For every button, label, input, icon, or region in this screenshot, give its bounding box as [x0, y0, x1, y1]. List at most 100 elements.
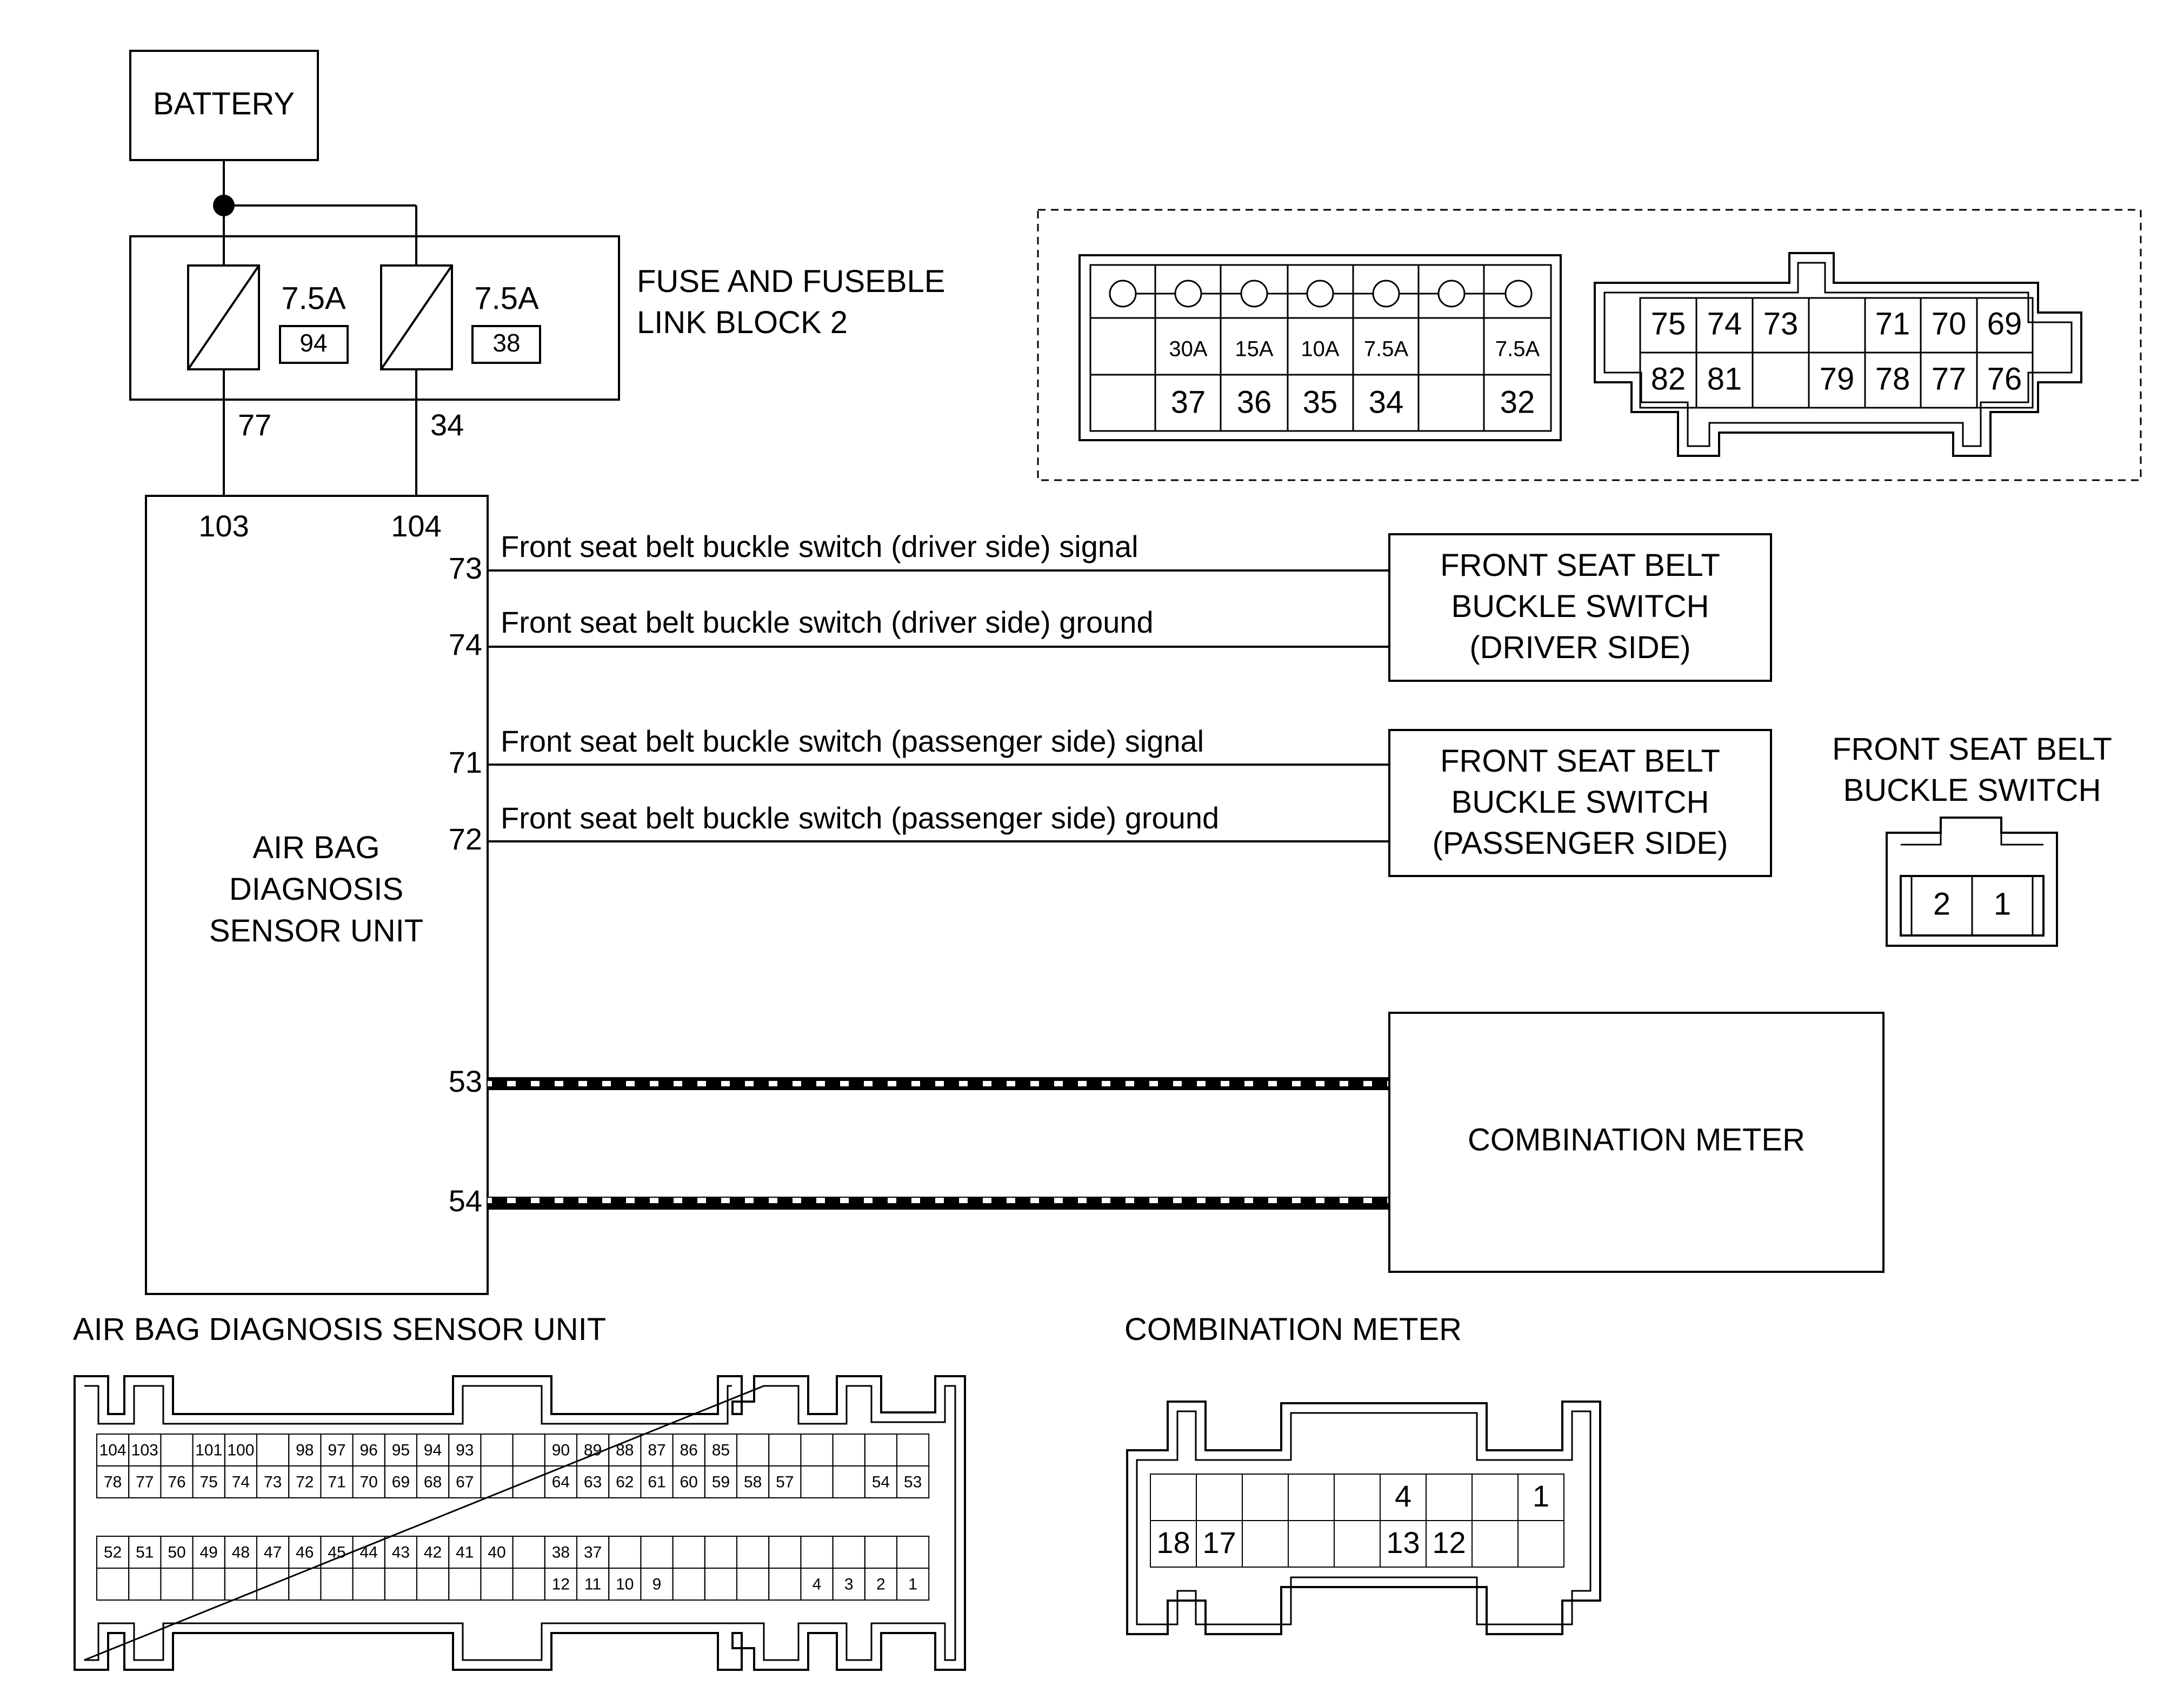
- pin-number: 77: [1932, 361, 1967, 396]
- pin-number: 58: [744, 1473, 762, 1491]
- pin-number: 97: [328, 1441, 345, 1459]
- fuse-rating-cell: 7.5A: [1495, 337, 1540, 361]
- buckle-connector-title: BUCKLE SWITCH: [1843, 773, 2101, 808]
- wire-can-high: 53 12: [449, 1064, 1430, 1098]
- fuse-rating-cell: 30A: [1169, 337, 1207, 361]
- pin-number: 13: [1386, 1525, 1420, 1559]
- fuse-number-cell: 34: [1369, 384, 1404, 420]
- pin-cell: [512, 1536, 545, 1569]
- pin-number: 70: [360, 1473, 378, 1491]
- pin-number: 1: [908, 1575, 917, 1593]
- fuse-number-cell: 36: [1237, 384, 1272, 420]
- pin-number: 51: [136, 1543, 154, 1561]
- pin-number: 54: [872, 1473, 890, 1491]
- pin-number: 52: [104, 1543, 122, 1561]
- pin-number: 67: [456, 1473, 474, 1491]
- pin-cell: [640, 1536, 674, 1569]
- pin-number: 73: [1763, 306, 1799, 341]
- pin-number: 74: [1707, 306, 1742, 341]
- pin-number: 100: [227, 1441, 254, 1459]
- pin-number: 60: [680, 1473, 698, 1491]
- pin-number: 93: [456, 1441, 474, 1459]
- pin-number: 17: [1202, 1525, 1236, 1559]
- passenger-switch-label: FRONT SEAT BELT: [1440, 744, 1720, 779]
- fuse-number: 38: [492, 329, 520, 357]
- pin-cell: [416, 1568, 450, 1601]
- pin-cell: [224, 1568, 257, 1601]
- pin-number: 74: [232, 1473, 250, 1491]
- pin-number: 4: [813, 1575, 822, 1593]
- driver-switch-label: BUCKLE SWITCH: [1451, 589, 1709, 624]
- combination-meter-label: COMBINATION METER: [1468, 1122, 1805, 1157]
- terminal-number: 77: [238, 408, 271, 442]
- pin-number: 90: [552, 1441, 570, 1459]
- pin-cell: [512, 1465, 545, 1498]
- connector-view-frame: [1037, 209, 2142, 481]
- pin-number: 75: [1651, 306, 1686, 341]
- pin-number: 53: [904, 1473, 922, 1491]
- pin-cell: [1196, 1474, 1243, 1521]
- pin-cell: [832, 1465, 865, 1498]
- pin-number: 89: [584, 1441, 602, 1459]
- pin-number: 88: [616, 1441, 634, 1459]
- fuse-block-connector: 30A 15A 10A 7.5A 7.5A 37 36 35 34 32: [1078, 254, 1562, 441]
- pin-cell: [128, 1568, 162, 1601]
- pin-number: 77: [136, 1473, 154, 1491]
- pin-cell: [1517, 1520, 1564, 1568]
- pin-cell: [800, 1536, 834, 1569]
- fuse-ratings: 30A 15A 10A 7.5A 7.5A: [1169, 337, 1540, 361]
- pin-cell: [896, 1465, 930, 1498]
- pin-cell: [704, 1568, 738, 1601]
- terminal-number: 34: [430, 408, 464, 442]
- wire-label: Front seat belt buckle switch (passenger…: [501, 801, 1219, 835]
- fuse-rating: 7.5A: [281, 281, 346, 316]
- pin-cell: [192, 1568, 225, 1601]
- airbag-connector-title: AIR BAG DIAGNOSIS SENSOR UNIT: [73, 1312, 606, 1347]
- meter-connector-title: COMBINATION METER: [1124, 1312, 1462, 1347]
- pin-number: 49: [200, 1543, 218, 1561]
- pin-number: 48: [232, 1543, 250, 1561]
- battery: BATTERY: [129, 50, 319, 161]
- driver-switch: FRONT SEAT BELT BUCKLE SWITCH (DRIVER SI…: [1388, 533, 1772, 682]
- pin-cell: [448, 1568, 482, 1601]
- pin-cell: [896, 1536, 930, 1569]
- pin-cell: [672, 1568, 705, 1601]
- pin-number: 12: [552, 1575, 570, 1593]
- fuse-rating: 7.5A: [474, 281, 539, 316]
- pin-number: 42: [424, 1543, 442, 1561]
- pin-number: 81: [1707, 361, 1742, 396]
- pin-number: 96: [360, 1441, 378, 1459]
- pin-number: 87: [648, 1441, 665, 1459]
- passenger-switch-label: BUCKLE SWITCH: [1451, 785, 1709, 820]
- pin-number: 71: [1875, 306, 1910, 341]
- pin-number: 46: [296, 1543, 314, 1561]
- pin-number: 61: [648, 1473, 665, 1491]
- pin-cell: [672, 1536, 705, 1569]
- pin-number: 50: [168, 1543, 185, 1561]
- unit-pin: 73: [449, 551, 482, 585]
- passenger-switch-label: (PASSENGER SIDE): [1433, 826, 1728, 861]
- pin-number: 3: [844, 1575, 854, 1593]
- unit-pin: 72: [449, 822, 482, 856]
- pin-cell: [480, 1568, 514, 1601]
- pin-cell: [320, 1568, 354, 1601]
- wire-label: Front seat belt buckle switch (passenger…: [501, 724, 1204, 758]
- pin-cell: [1334, 1520, 1381, 1568]
- buckle-connector-title: FRONT SEAT BELT: [1832, 732, 2112, 767]
- airbag-unit: 103 104 AIR BAG DIAGNOSIS SENSOR UNIT: [145, 495, 489, 1295]
- pin-cell: [896, 1433, 930, 1466]
- pin-cell: [352, 1568, 385, 1601]
- pin-number: 103: [131, 1441, 158, 1459]
- pin-number: 78: [1875, 361, 1910, 396]
- pin-cell: [768, 1568, 802, 1601]
- pin-number: 9: [652, 1575, 662, 1593]
- pin-number: 71: [328, 1473, 345, 1491]
- pin-number: 94: [424, 1441, 442, 1459]
- pin-cell: [480, 1433, 514, 1466]
- power-pin: 104: [391, 509, 441, 543]
- wire-label: Front seat belt buckle switch (driver si…: [501, 529, 1138, 563]
- pin-number: 40: [488, 1543, 505, 1561]
- fuse-number-cell: 37: [1171, 384, 1206, 420]
